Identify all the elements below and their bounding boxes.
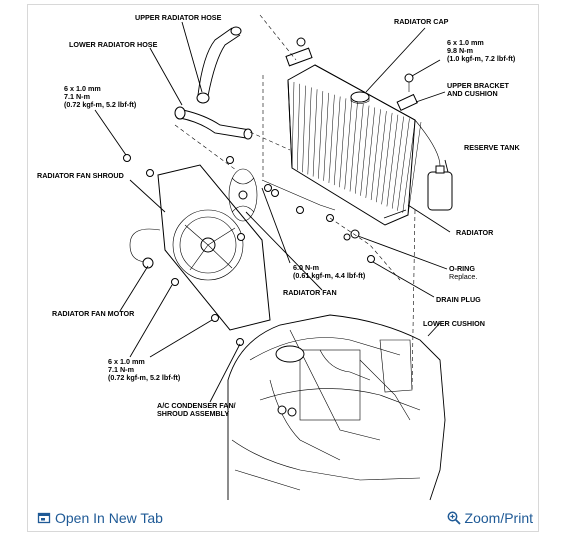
label-upper-radiator-hose: UPPER RADIATOR HOSE — [135, 13, 222, 22]
radiator-fin — [323, 92, 329, 181]
label-bolt-top-torque-alt: (1.0 kgf-m, 7.2 lbf-ft) — [447, 54, 516, 63]
label-radiator-cap: RADIATOR CAP — [394, 17, 449, 26]
callout-labels: UPPER RADIATOR HOSE RADIATOR CAP LOWER R… — [37, 13, 520, 418]
label-bolt-bottom-size: 6 x 1.0 mm — [108, 357, 145, 366]
zoom-print-link[interactable]: Zoom/Print — [447, 510, 533, 526]
radiator-fan-part — [228, 168, 258, 222]
label-radiator: RADIATOR — [456, 228, 494, 237]
label-bolt-left-torque: 7.1 N-m — [64, 92, 90, 101]
label-o-ring: O-RING — [449, 264, 475, 273]
label-fan-torque-alt: (0.61 kgf-m, 4.4 lbf-ft) — [293, 271, 366, 280]
label-bolt-left-torque-alt: (0.72 kgf-m, 5.2 lbf-ft) — [64, 100, 137, 109]
radiator-fin — [386, 114, 399, 207]
radiator-fin — [381, 112, 393, 205]
lower-radiator-hose-part — [174, 106, 253, 140]
upper-bracket-part — [285, 37, 418, 111]
radiator-fin — [407, 121, 422, 216]
leader-lines — [94, 21, 451, 403]
reserve-tank-part — [414, 119, 453, 211]
open-in-new-tab-label: Open In New Tab — [55, 510, 163, 526]
radiator-fin — [402, 120, 416, 213]
label-ac-condenser: A/C CONDENSER FAN/ — [157, 401, 236, 410]
label-bolt-bottom-torque: 7.1 N-m — [108, 365, 134, 374]
label-lower-radiator-hose: LOWER RADIATOR HOSE — [69, 40, 158, 49]
radiator-fin — [339, 98, 347, 188]
label-bolt-bottom-torque-alt: (0.72 kgf-m, 5.2 lbf-ft) — [108, 373, 181, 382]
zoom-in-icon — [447, 511, 461, 525]
upper-radiator-hose-part — [196, 26, 242, 104]
zoom-print-label: Zoom/Print — [464, 510, 533, 526]
radiator-fin — [355, 103, 364, 194]
radiator-fin — [307, 87, 312, 175]
radiator-fin — [291, 81, 295, 169]
label-upper-bracket-2: AND CUSHION — [447, 89, 498, 98]
label-o-ring-note: Replace. — [449, 272, 477, 281]
radiator-fan-shroud-part — [157, 164, 271, 331]
radiator-fin — [391, 116, 404, 209]
image-toolbar: Open In New Tab Zoom/Print — [27, 505, 539, 532]
radiator-fin — [360, 105, 370, 196]
radiator-fin — [376, 111, 387, 203]
label-bolt-top-torque: 9.8 N-m — [447, 46, 473, 55]
radiator-fin — [370, 109, 381, 201]
label-drain-plug: DRAIN PLUG — [436, 295, 481, 304]
cooling-system-diagram: UPPER RADIATOR HOSE RADIATOR CAP LOWER R… — [37, 13, 520, 501]
label-radiator-fan-shroud: RADIATOR FAN SHROUD — [37, 171, 124, 180]
label-radiator-fan: RADIATOR FAN — [283, 288, 337, 297]
alignment-lines — [174, 14, 416, 391]
label-upper-bracket: UPPER BRACKET — [447, 81, 510, 90]
label-radiator-fan-motor: RADIATOR FAN MOTOR — [52, 309, 135, 318]
radiator-fin — [349, 101, 358, 192]
radiator-cap-part — [350, 91, 370, 104]
radiator-fin — [328, 94, 335, 183]
open-in-new-tab-link[interactable]: Open In New Tab — [37, 510, 163, 526]
radiator — [287, 64, 422, 226]
radiator-fin — [318, 91, 324, 179]
open-external-icon — [37, 511, 51, 525]
radiator-fan-motor-wire — [129, 228, 161, 269]
label-reserve-tank: RESERVE TANK — [464, 143, 520, 152]
radiator-fin — [344, 100, 352, 190]
engine-bay-illustration — [227, 314, 446, 501]
label-ac-condenser-2: SHROUD ASSEMBLY — [157, 409, 229, 418]
label-bolt-left-size: 6 x 1.0 mm — [64, 84, 101, 93]
label-bolt-top-size: 6 x 1.0 mm — [447, 38, 484, 47]
diagram-frame — [27, 4, 539, 532]
radiator-fin — [297, 83, 301, 171]
radiator-fin — [333, 96, 341, 186]
radiator-fin — [312, 89, 318, 177]
radiator-fin — [365, 107, 376, 198]
label-lower-cushion: LOWER CUSHION — [423, 319, 485, 328]
radiator-fin — [397, 118, 410, 211]
radiator-fin — [302, 85, 306, 173]
label-fan-torque: 6.0 N-m — [293, 263, 319, 272]
